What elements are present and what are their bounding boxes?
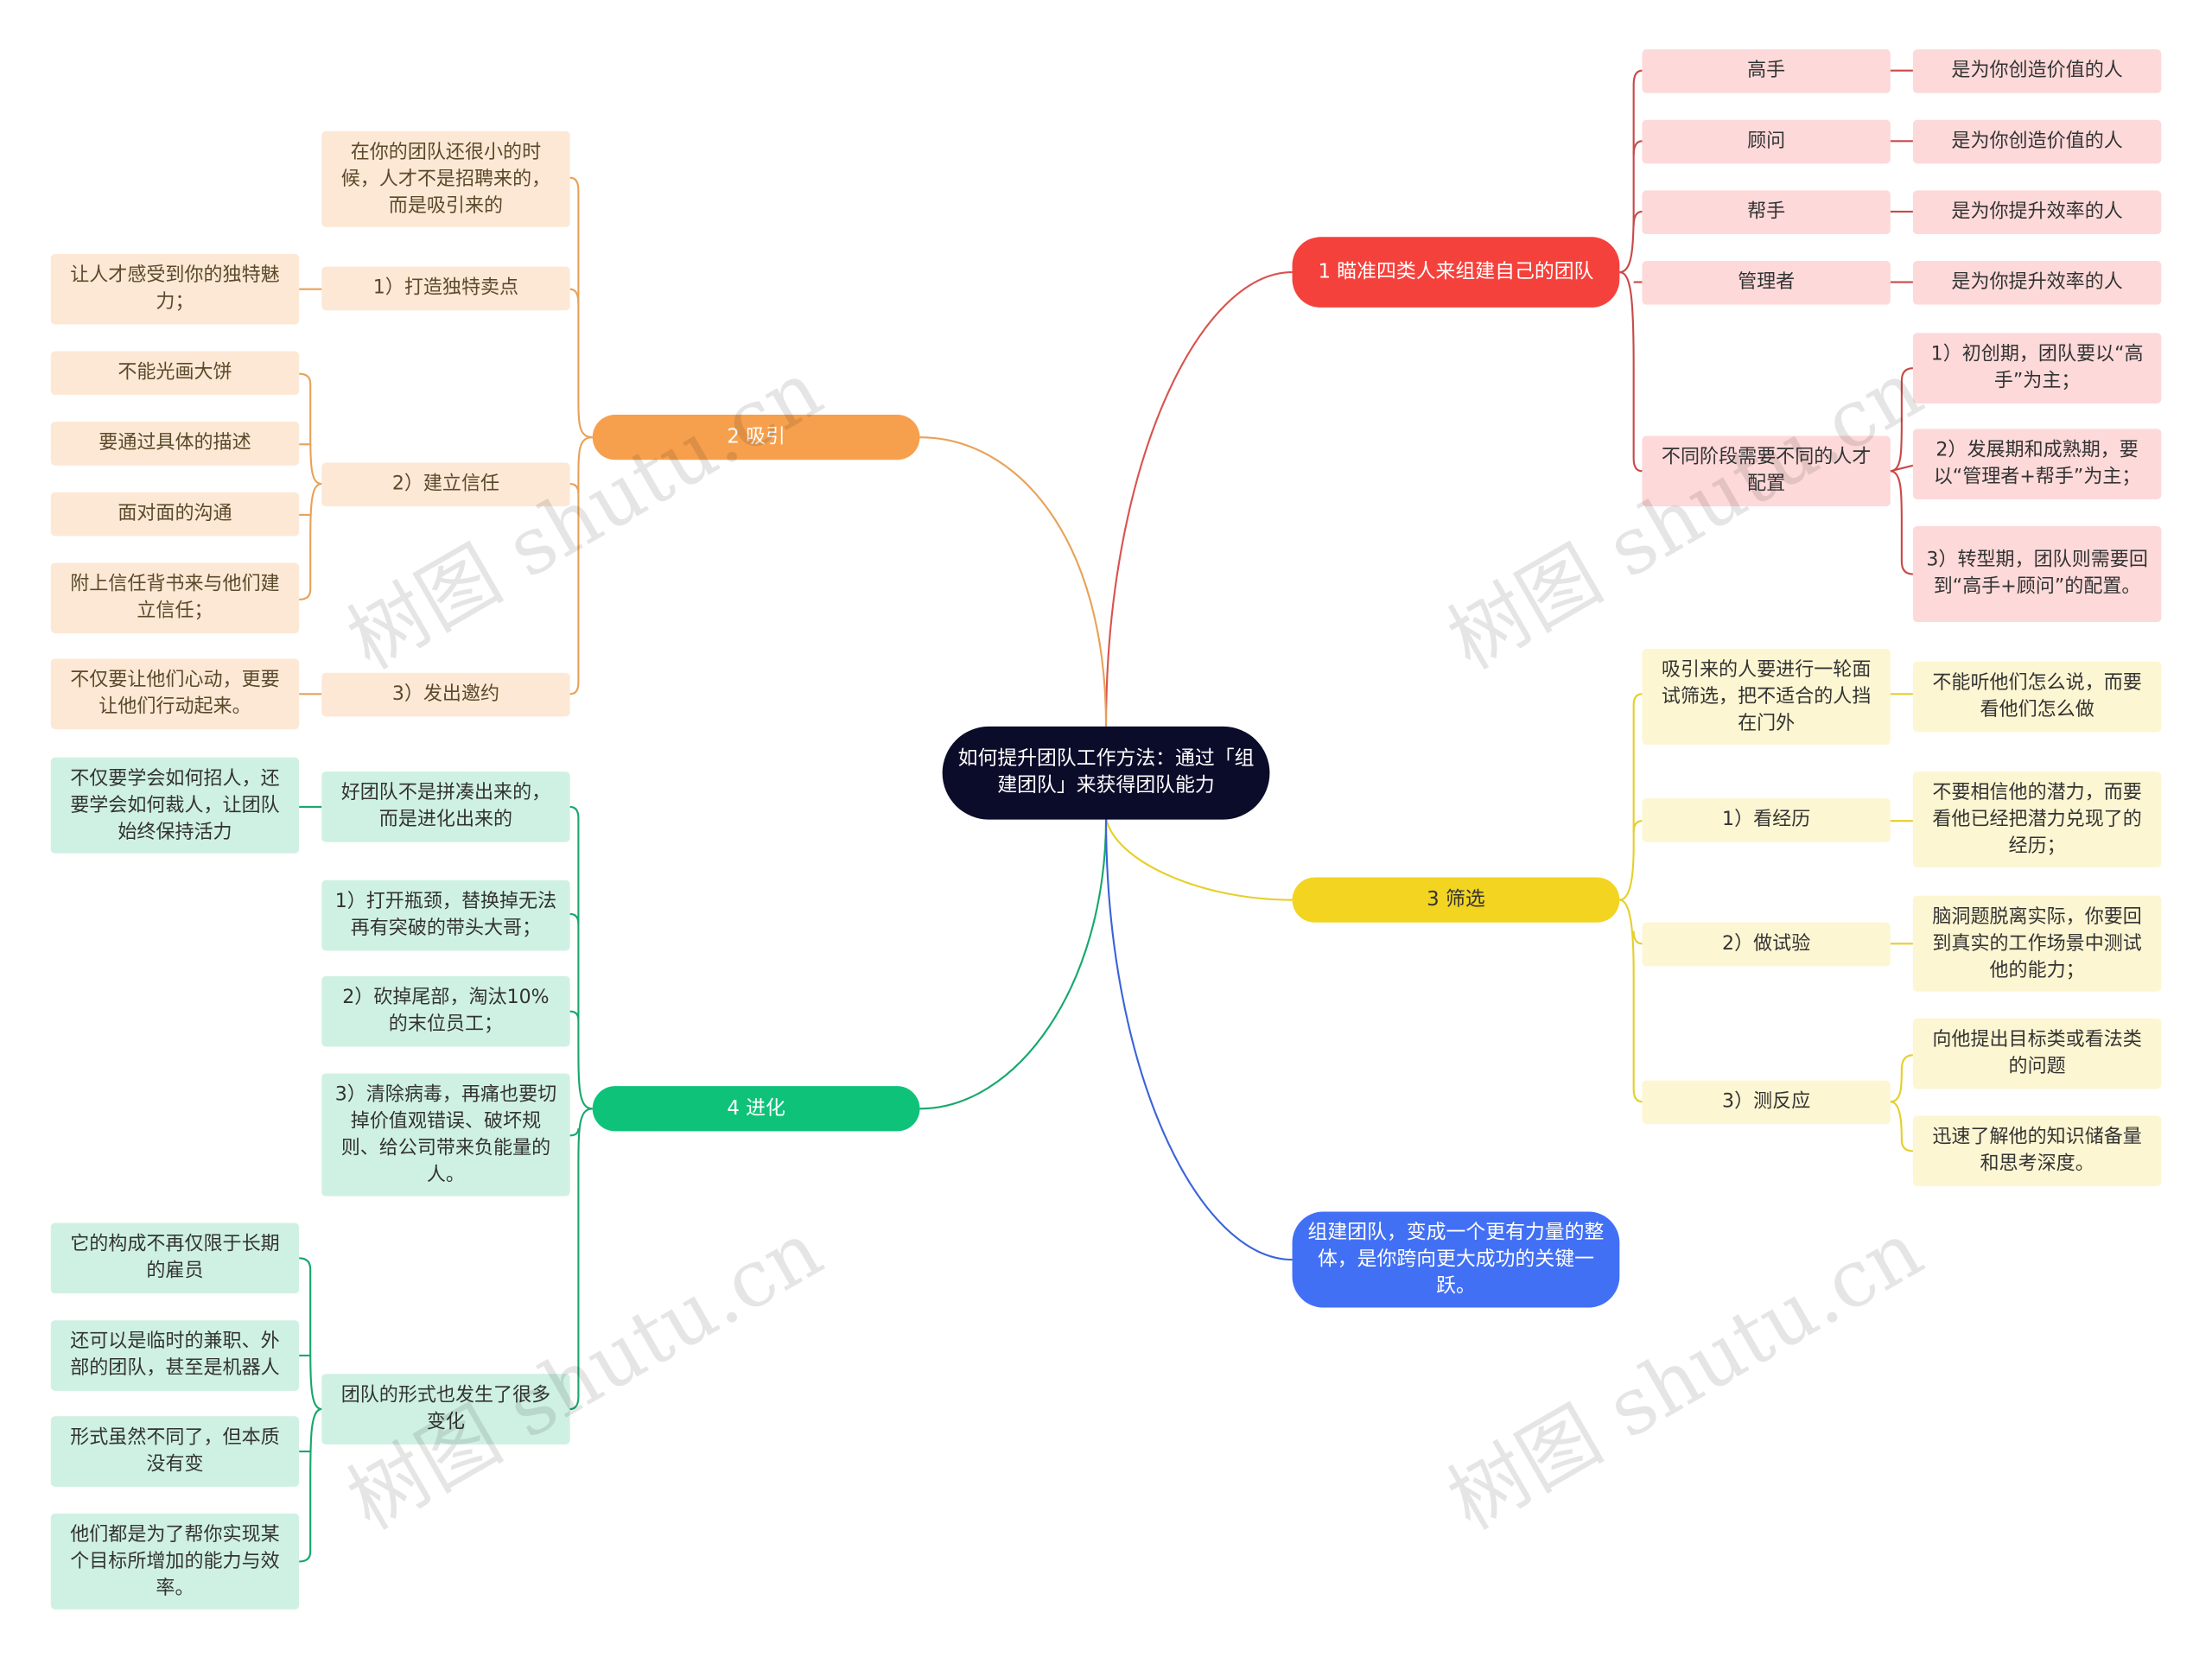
detail-text: 不能光画大饼 bbox=[118, 360, 232, 384]
branch4-form-detail-1[interactable]: 它的构成不再仅限于长期的雇员 bbox=[50, 1222, 300, 1294]
detail-text: 形式虽然不同了，但本质没有变 bbox=[70, 1426, 280, 1476]
test-label: 2）做试验 bbox=[1722, 932, 1811, 956]
branch3-test-detail[interactable]: 脑洞题脱离实际，你要回到真实的工作场景中测试他的能力； bbox=[1912, 895, 2162, 992]
branch2-topic[interactable]: 2 吸引 bbox=[592, 415, 920, 460]
detail-text: 向他提出目标类或看法类的问题 bbox=[1932, 1028, 2142, 1078]
reaction-label: 3）测反应 bbox=[1722, 1090, 1811, 1114]
branch1-detail-3[interactable]: 是为你提升效率的人 bbox=[1912, 190, 2162, 235]
branch4-form-detail-3[interactable]: 形式虽然不同了，但本质没有变 bbox=[50, 1416, 300, 1487]
branch2-trust-detail-3[interactable]: 面对面的沟通 bbox=[50, 492, 300, 537]
branch1-stage[interactable]: 不同阶段需要不同的人才配置 bbox=[1642, 435, 1891, 507]
branch2-invite-detail[interactable]: 不仅要让他们心动，更要让他们行动起来。 bbox=[50, 658, 300, 730]
branch4-step-2[interactable]: 2）砍掉尾部，淘汰10%的末位员工； bbox=[321, 975, 570, 1047]
branch4-evolve[interactable]: 好团队不是拼凑出来的，而是进化出来的 bbox=[321, 772, 570, 842]
detail-text: 是为你提升效率的人 bbox=[1951, 200, 2123, 223]
detail-text: 3）转型期，团队则需要回到“高手+顾问”的配置。 bbox=[1926, 549, 2148, 599]
branch4-form-detail-4[interactable]: 他们都是为了帮你实现某个目标所增加的能力与效率。 bbox=[50, 1513, 300, 1610]
branch3-reaction-detail-1[interactable]: 向他提出目标类或看法类的问题 bbox=[1912, 1018, 2162, 1089]
step-text: 2）砍掉尾部，淘汰10%的末位员工； bbox=[342, 986, 550, 1036]
branch3-interview-detail[interactable]: 不能听他们怎么说，而要看他们怎么做 bbox=[1912, 661, 2162, 733]
branch4-form[interactable]: 团队的形式也发生了很多变化 bbox=[321, 1374, 570, 1445]
branch4-step-1[interactable]: 1）打开瓶颈，替换掉无法再有突破的带头大哥； bbox=[321, 879, 570, 951]
detail-text: 他们都是为了帮你实现某个目标所增加的能力与效率。 bbox=[70, 1522, 280, 1599]
detail-text: 不要相信他的潜力，而要看他已经把潜力兑现了的经历； bbox=[1932, 780, 2142, 857]
resume-label: 1）看经历 bbox=[1722, 808, 1811, 831]
detail-text: 还可以是临时的兼职、外部的团队，甚至是机器人 bbox=[70, 1330, 280, 1380]
branch2-trust-detail-2[interactable]: 要通过具体的描述 bbox=[50, 422, 300, 466]
branch3-test[interactable]: 2）做试验 bbox=[1642, 922, 1891, 967]
selling-label: 1）打造独特卖点 bbox=[372, 276, 519, 300]
branch2-selling-detail[interactable]: 让人才感受到你的独特魅力； bbox=[50, 253, 300, 325]
stage-label: 不同阶段需要不同的人才配置 bbox=[1661, 445, 1872, 496]
detail-text: 它的构成不再仅限于长期的雇员 bbox=[70, 1232, 280, 1283]
detail-text: 是为你创造价值的人 bbox=[1951, 130, 2123, 153]
detail-text: 不能听他们怎么说，而要看他们怎么做 bbox=[1932, 671, 2142, 721]
intro-text: 在你的团队还很小的时候，人才不是招聘来的，而是吸引来的 bbox=[340, 140, 551, 217]
form-label: 团队的形式也发生了很多变化 bbox=[340, 1383, 551, 1433]
branch2-trust-detail-1[interactable]: 不能光画大饼 bbox=[50, 351, 300, 396]
branch3-interview[interactable]: 吸引来的人要进行一轮面试筛选，把不适合的人挡在门外 bbox=[1642, 649, 1891, 746]
branch4-step-3[interactable]: 3）清除病毒，再痛也要切掉价值观错误、破坏规则、给公司带来负能量的人。 bbox=[321, 1073, 570, 1197]
invite-label: 3）发出邀约 bbox=[391, 683, 500, 706]
detail-text: 让人才感受到你的独特魅力； bbox=[70, 264, 280, 314]
branch3-title: 3 筛选 bbox=[1427, 887, 1485, 911]
branch1-item-2[interactable]: 顾问 bbox=[1642, 119, 1891, 164]
branch5-title: 组建团队，变成一个更有力量的整体，是你跨向更大成功的关键一跃。 bbox=[1307, 1221, 1605, 1298]
detail-text: 迅速了解他的知识储备量和思考深度。 bbox=[1932, 1125, 2142, 1176]
root-topic-text: 如何提升团队工作方法：通过「组建团队」来获得团队能力 bbox=[957, 747, 1255, 797]
branch1-item-1[interactable]: 高手 bbox=[1642, 49, 1891, 93]
detail-text: 是为你提升效率的人 bbox=[1951, 270, 2123, 294]
branch2-trust-detail-4[interactable]: 附上信任背书来与他们建立信任； bbox=[50, 562, 300, 634]
branch3-reaction[interactable]: 3）测反应 bbox=[1642, 1080, 1891, 1125]
detail-text: 面对面的沟通 bbox=[118, 502, 232, 525]
branch1-stage-detail-1[interactable]: 1）初创期，团队要以“高手”为主； bbox=[1912, 333, 2162, 403]
branch2-invite[interactable]: 3）发出邀约 bbox=[321, 672, 570, 717]
evolve-label: 好团队不是拼凑出来的，而是进化出来的 bbox=[340, 781, 551, 831]
branch3-reaction-detail-2[interactable]: 迅速了解他的知识储备量和思考深度。 bbox=[1912, 1115, 2162, 1187]
branch1-stage-detail-2[interactable]: 2）发展期和成熟期，要以“管理者+帮手”为主； bbox=[1912, 429, 2162, 499]
branch1-detail-2[interactable]: 是为你创造价值的人 bbox=[1912, 119, 2162, 164]
detail-text: 不仅要学会如何招人，还要学会如何裁人，让团队始终保持活力 bbox=[70, 766, 280, 843]
step-text: 1）打开瓶颈，替换掉无法再有突破的带头大哥； bbox=[334, 890, 557, 940]
branch1-stage-detail-3[interactable]: 3）转型期，团队则需要回到“高手+顾问”的配置。 bbox=[1912, 525, 2162, 623]
branch3-topic[interactable]: 3 筛选 bbox=[1292, 877, 1620, 923]
branch1-item-3[interactable]: 帮手 bbox=[1642, 190, 1891, 235]
detail-text: 2）发展期和成熟期，要以“管理者+帮手”为主； bbox=[1933, 438, 2141, 488]
detail-text: 附上信任背书来与他们建立信任； bbox=[70, 572, 280, 623]
branch1-detail-4[interactable]: 是为你提升效率的人 bbox=[1912, 261, 2162, 305]
detail-text: 脑洞题脱离实际，你要回到真实的工作场景中测试他的能力； bbox=[1932, 905, 2142, 981]
detail-text: 不仅要让他们心动，更要让他们行动起来。 bbox=[70, 668, 280, 719]
detail-text: 要通过具体的描述 bbox=[99, 431, 251, 454]
step-text: 3）清除病毒，再痛也要切掉价值观错误、破坏规则、给公司带来负能量的人。 bbox=[334, 1083, 557, 1186]
item-label: 顾问 bbox=[1747, 130, 1786, 153]
branch1-title: 1 瞄准四类人来组建自己的团队 bbox=[1318, 260, 1594, 283]
detail-text: 1）初创期，团队要以“高手”为主； bbox=[1930, 342, 2144, 392]
branch2-trust[interactable]: 2）建立信任 bbox=[321, 462, 570, 507]
branch4-form-detail-2[interactable]: 还可以是临时的兼职、外部的团队，甚至是机器人 bbox=[50, 1320, 300, 1391]
branch4-title: 4 进化 bbox=[727, 1096, 785, 1120]
detail-text: 是为你创造价值的人 bbox=[1951, 59, 2123, 82]
root-topic[interactable]: 如何提升团队工作方法：通过「组建团队」来获得团队能力 bbox=[942, 726, 1270, 820]
branch1-topic[interactable]: 1 瞄准四类人来组建自己的团队 bbox=[1292, 237, 1620, 308]
branch3-resume-detail[interactable]: 不要相信他的潜力，而要看他已经把潜力兑现了的经历； bbox=[1912, 772, 2162, 868]
branch2-selling[interactable]: 1）打造独特卖点 bbox=[321, 266, 570, 311]
item-label: 高手 bbox=[1747, 59, 1786, 82]
branch2-title: 2 吸引 bbox=[727, 425, 785, 448]
branch4-evolve-detail[interactable]: 不仅要学会如何招人，还要学会如何裁人，让团队始终保持活力 bbox=[50, 757, 300, 854]
branch1-detail-1[interactable]: 是为你创造价值的人 bbox=[1912, 49, 2162, 93]
branch3-resume[interactable]: 1）看经历 bbox=[1642, 798, 1891, 842]
item-label: 帮手 bbox=[1747, 200, 1786, 223]
branch5-topic[interactable]: 组建团队，变成一个更有力量的整体，是你跨向更大成功的关键一跃。 bbox=[1292, 1211, 1620, 1308]
trust-label: 2）建立信任 bbox=[391, 472, 500, 496]
branch2-intro[interactable]: 在你的团队还很小的时候，人才不是招聘来的，而是吸引来的 bbox=[321, 130, 570, 227]
item-label: 管理者 bbox=[1738, 270, 1796, 294]
branch4-topic[interactable]: 4 进化 bbox=[592, 1086, 920, 1132]
interview-label: 吸引来的人要进行一轮面试筛选，把不适合的人挡在门外 bbox=[1661, 657, 1872, 734]
branch1-item-4[interactable]: 管理者 bbox=[1642, 261, 1891, 305]
